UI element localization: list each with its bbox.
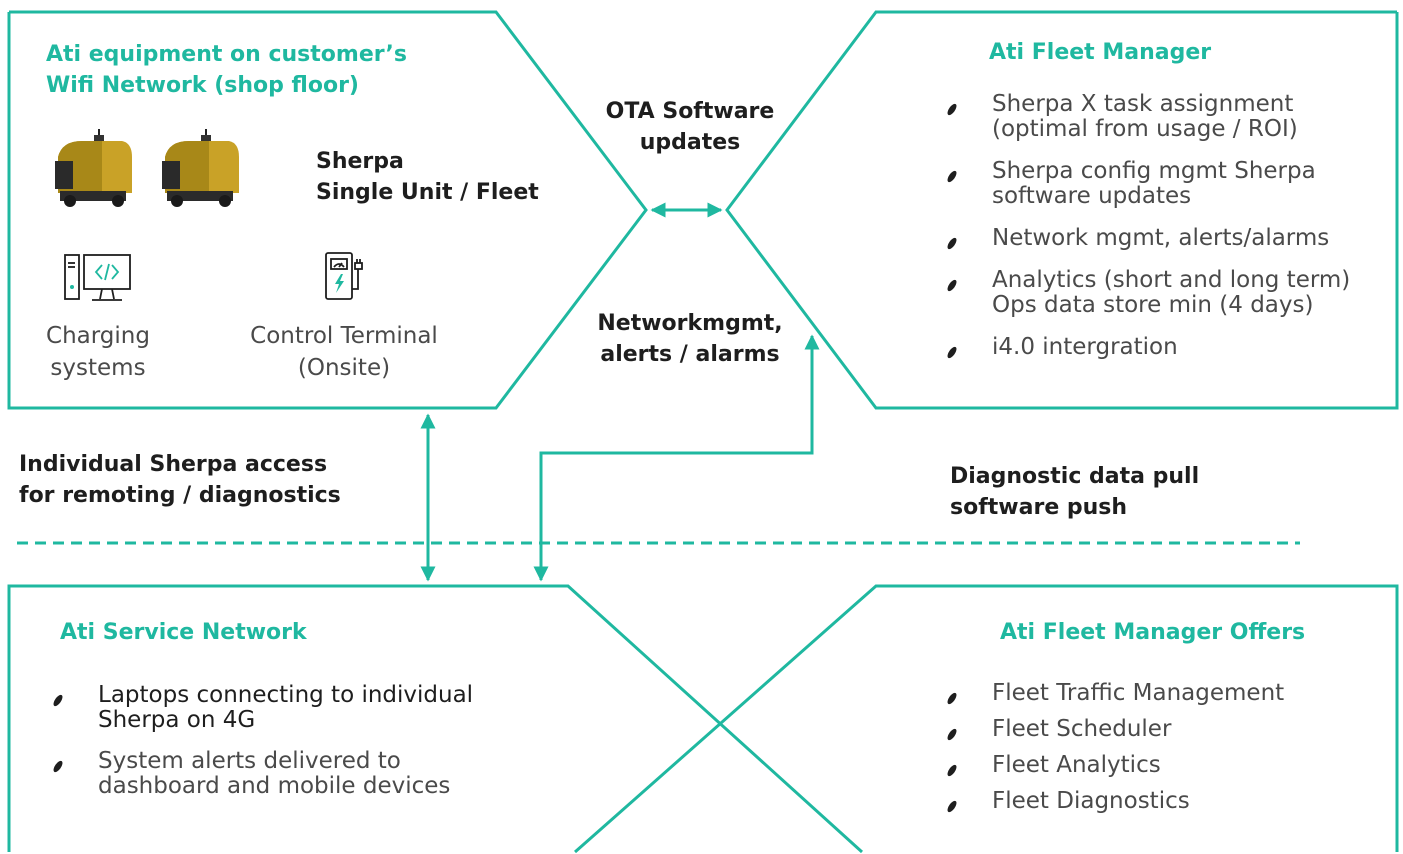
diagnostic-label-line2: software push (950, 495, 1128, 520)
fleet-manager-list: Sherpa X task assignment(optimal from us… (945, 92, 1350, 360)
fleet-offers-list: Fleet Traffic Management Fleet Scheduler… (945, 681, 1284, 814)
network-label-line2: alerts / alarms (600, 342, 780, 367)
sherpa-label-line1: Sherpa (316, 149, 404, 174)
robot-icon (55, 129, 132, 207)
top-left-title-line1: Ati equipment on customer’s (46, 42, 407, 67)
ota-label-line2: updates (639, 130, 741, 155)
ota-label-line1: OTA Software (605, 99, 775, 124)
terminal-label-line1: Control Terminal (250, 323, 438, 349)
bottom-left-outline (7, 584, 864, 854)
network-label-line1: Networkmgmt, (597, 311, 783, 336)
robot-icon (162, 129, 239, 207)
individual-label-line1: Individual Sherpa access (19, 452, 328, 477)
individual-label-line2: for remoting / diagnostics (19, 483, 341, 508)
sherpa-label-line2: Single Unit / Fleet (316, 180, 539, 205)
list-item: i4.0 intergration (945, 335, 1350, 360)
top-right-title: Ati Fleet Manager (989, 40, 1212, 65)
list-item: Fleet Scheduler (945, 717, 1284, 742)
list-item: Fleet Analytics (945, 753, 1284, 778)
list-item: Sherpa X task assignment(optimal from us… (945, 92, 1350, 142)
diagnostic-label-line1: Diagnostic data pull (950, 464, 1200, 489)
charging-label-line2: systems (50, 355, 146, 381)
top-left-title-line2: Wifi Network (shop floor) (46, 73, 359, 98)
computer-icon (64, 254, 131, 301)
charging-terminal-icon (325, 252, 363, 300)
list-item: Analytics (short and long term)Ops data … (945, 268, 1350, 318)
list-item: Network mgmt, alerts/alarms (945, 226, 1350, 251)
list-item: Fleet Diagnostics (945, 789, 1284, 814)
network-arrow (533, 334, 820, 582)
bottom-right-outline (574, 584, 1399, 854)
charging-label-line1: Charging (46, 323, 150, 349)
bottom-left-title: Ati Service Network (60, 620, 307, 645)
top-right-box (725, 10, 1399, 410)
bottom-right-title: Ati Fleet Manager Offers (1000, 620, 1306, 645)
terminal-label-line2: (Onsite) (297, 355, 391, 381)
top-left-box (7, 10, 648, 410)
list-item: Fleet Traffic Management (945, 681, 1284, 706)
